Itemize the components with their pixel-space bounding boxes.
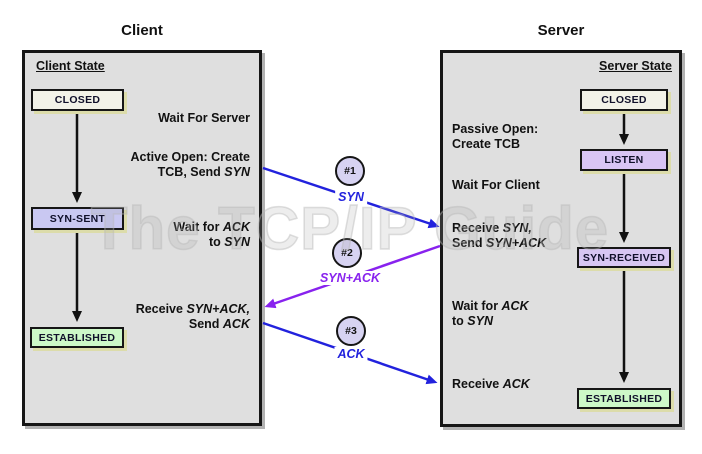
client-state-syn-sent: SYN-SENT <box>31 207 124 230</box>
annotation-line: to SYN <box>209 235 250 249</box>
message-2-circle: #2 <box>332 238 362 268</box>
message-1-label: SYN <box>335 190 367 204</box>
server-state-established: ESTABLISHED <box>577 388 671 409</box>
annotation-line: Receive SYN, <box>452 221 532 235</box>
server-title: Server <box>537 22 585 39</box>
server-annotation-wait-for-client: Wait For Client <box>452 178 540 193</box>
client-annotation-active-open: Active Open: Create TCB, Send SYN <box>131 150 250 180</box>
server-annotation-wait-for-ack: Wait for ACK to SYN <box>452 299 529 329</box>
client-annotation-wait-for-server: Wait For Server <box>158 111 250 126</box>
client-title: Client <box>121 22 163 39</box>
server-annotation-receive-ack: Receive ACK <box>452 377 530 392</box>
annotation-line: Active Open: Create <box>130 150 250 164</box>
annotation-line: TCB, Send SYN <box>157 165 250 179</box>
annotation-line: Wait For Client <box>452 178 540 192</box>
server-panel <box>440 50 682 427</box>
client-annotation-receive-synack: Receive SYN+ACK, Send ACK <box>136 302 250 332</box>
annotation-line: Receive ACK <box>452 377 530 391</box>
annotation-line: Create TCB <box>452 137 521 151</box>
client-annotation-wait-for-ack: Wait for ACK to SYN <box>173 220 250 250</box>
server-state-heading: Server State <box>599 59 672 73</box>
message-3-label: ACK <box>334 347 368 361</box>
annotation-line: Wait for ACK <box>173 220 250 234</box>
annotation-line: Wait for ACK <box>452 299 529 313</box>
annotation-line: Send SYN+ACK <box>452 236 547 250</box>
client-state-heading: Client State <box>36 59 105 73</box>
server-annotation-receive-syn: Receive SYN, Send SYN+ACK <box>452 221 546 251</box>
server-annotation-passive-open: Passive Open: Create TCB <box>452 122 538 152</box>
message-2-label: SYN+ACK <box>316 271 384 285</box>
server-state-syn-received: SYN-RECEIVED <box>577 247 671 268</box>
annotation-line: Passive Open: <box>452 122 539 136</box>
annotation-line: to SYN <box>452 314 493 328</box>
annotation-line: Wait For Server <box>158 111 250 125</box>
client-state-closed: CLOSED <box>31 89 124 111</box>
annotation-line: Receive SYN+ACK, <box>135 302 250 316</box>
client-state-established: ESTABLISHED <box>30 327 124 348</box>
message-1-circle: #1 <box>335 156 365 186</box>
annotation-line: Send ACK <box>188 317 250 331</box>
server-state-listen: LISTEN <box>580 149 668 171</box>
server-state-closed: CLOSED <box>580 89 668 111</box>
message-3-circle: #3 <box>336 316 366 346</box>
client-panel <box>22 50 262 426</box>
